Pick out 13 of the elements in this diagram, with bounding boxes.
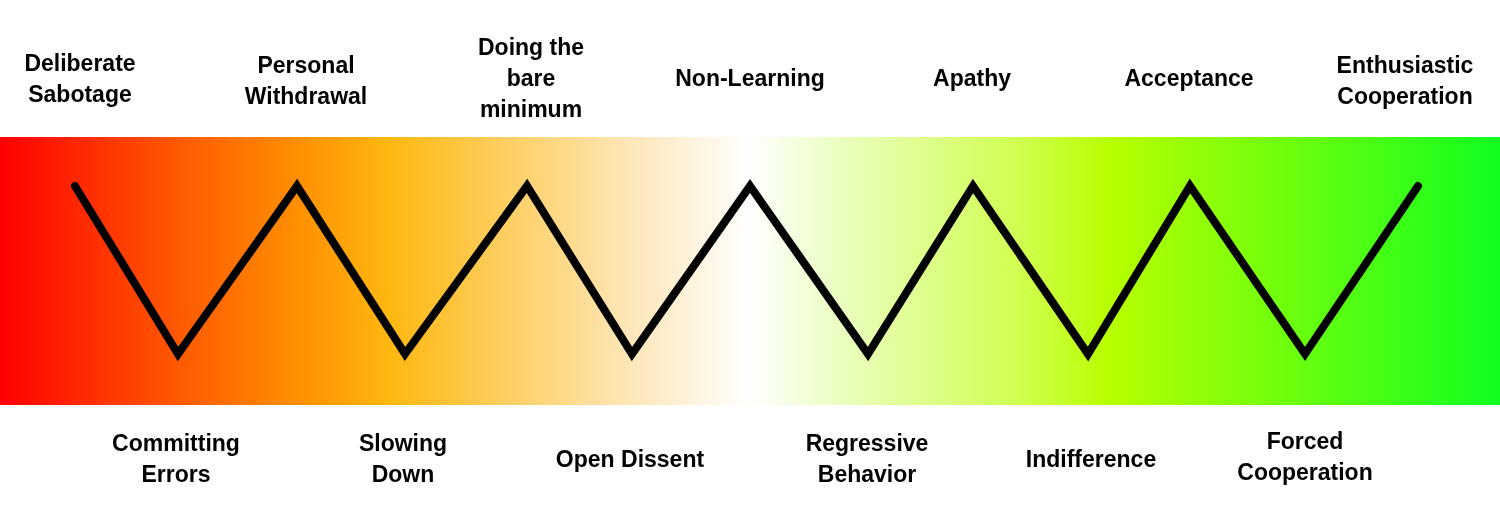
stage-label: Forced Cooperation [1236, 427, 1374, 487]
stage-label: Deliberate Sabotage [23, 49, 137, 109]
stage-label: Regressive Behavior [804, 429, 930, 489]
stage-label: Personal Withdrawal [243, 51, 369, 111]
stage-label: Indifference [1024, 444, 1158, 474]
stage-label: Committing Errors [111, 429, 241, 489]
stage-label: Enthusiastic Cooperation [1335, 51, 1475, 111]
stage-label: Doing the bare minimum [476, 32, 585, 124]
stage-label: Apathy [932, 63, 1012, 93]
stage-label: Slowing Down [357, 429, 449, 489]
stage-label: Open Dissent [555, 444, 705, 474]
stage-label: Acceptance [1123, 63, 1255, 93]
stage-label: Non-Learning [674, 63, 826, 93]
